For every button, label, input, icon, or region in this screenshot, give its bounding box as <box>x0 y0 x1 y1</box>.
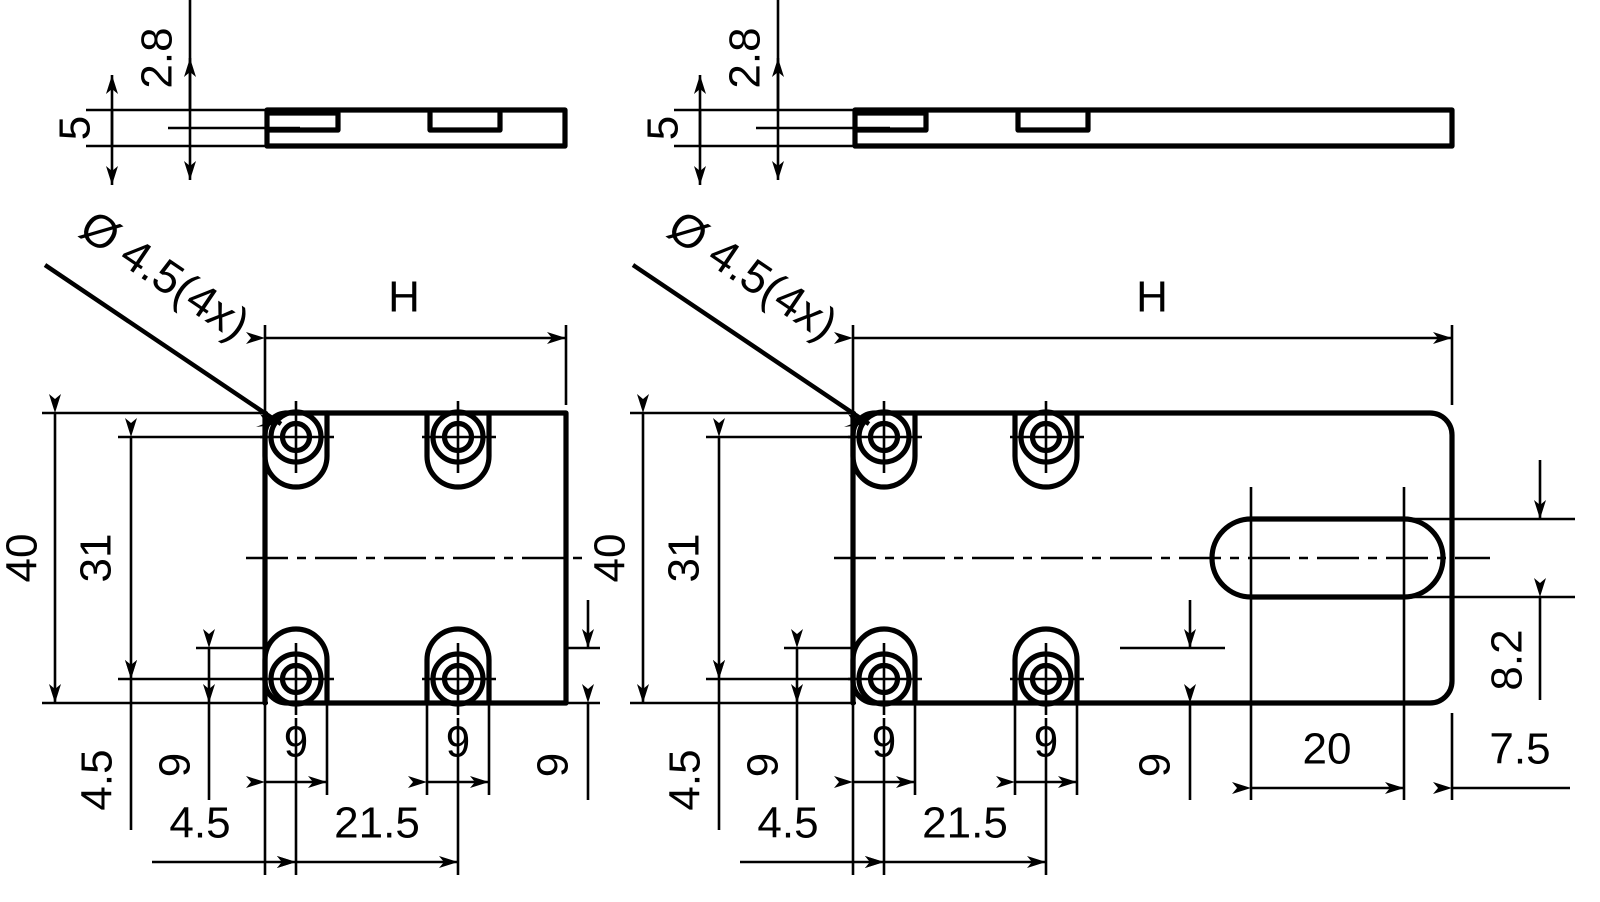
dim-4_5-vert-left: 4.5 <box>73 660 137 830</box>
right-side-recess-mid <box>1015 110 1091 133</box>
dim-label-215-right: 21.5 <box>922 799 1008 848</box>
dia-callout-leader-r <box>631 263 871 426</box>
dim-step-28: 2.8 <box>133 0 196 180</box>
right-side-view: 5 2.8 <box>639 0 1455 185</box>
dim-H-left: H <box>246 273 568 418</box>
pocket-top-left <box>262 410 330 490</box>
dim-label-82: 8.2 <box>1483 629 1532 690</box>
dim-step-28-right: 2.8 <box>721 0 784 180</box>
dia-callout-arrowhead <box>256 414 281 427</box>
dim-20-7_5: 20 7.5 <box>1232 630 1570 800</box>
dim-9-vert-left: 9 <box>151 629 268 800</box>
dim-label-H-right: H <box>1136 273 1168 322</box>
pocket-top-left-r <box>850 410 918 490</box>
dim-31-right: 31 <box>660 418 856 681</box>
slot-centre-marks <box>1249 487 1406 630</box>
dim-40-left: 40 <box>0 394 268 705</box>
dim-4_5-21_5-right: 4.5 21.5 <box>740 718 1048 875</box>
dim-label-28-right: 2.8 <box>721 27 770 88</box>
right-plate-outline <box>850 410 1455 706</box>
dim-thickness-5: 5 <box>51 75 118 185</box>
dim-label-9-vert-right-left-view: 9 <box>529 753 578 777</box>
dim-label-31-left: 31 <box>72 534 121 583</box>
left-side-recess-near <box>264 110 341 133</box>
dia-callout-arrowhead-r <box>844 414 869 427</box>
right-plan-view: Ø 4.5(4x) H 40 31 4.5 <box>586 200 1575 875</box>
left-side-recess-mid <box>427 110 503 133</box>
pocket-bottom-left-r <box>850 626 918 706</box>
dim-40-right: 40 <box>586 394 856 705</box>
dia-callout-label: Ø 4.5(4x) <box>71 200 259 350</box>
dim-label-40-left: 40 <box>0 534 47 583</box>
dim-label-9-vert-left: 9 <box>151 753 200 777</box>
dim-label-9-vert-right-r: 9 <box>1131 753 1180 777</box>
dim-label-5-left: 5 <box>51 116 100 140</box>
dim-8_2: 8.2 <box>1404 460 1575 700</box>
dim-label-5-right: 5 <box>639 116 688 140</box>
dim-9-vert-right-of-left-view: 9 <box>529 600 600 800</box>
dim-9-vert-right-r: 9 <box>1120 600 1225 800</box>
dim-H-right: H <box>834 273 1454 418</box>
dia-callout-label-r: Ø 4.5(4x) <box>659 200 847 350</box>
dim-label-75: 7.5 <box>1489 725 1550 774</box>
right-side-plate-outline <box>852 107 1455 149</box>
dim-4_5-vert-right: 4.5 <box>661 660 725 830</box>
dim-label-H-left: H <box>388 273 420 322</box>
pocket-bottom-left <box>262 626 330 706</box>
pocket-top-right-r <box>1012 410 1080 490</box>
dim-label-31-right: 31 <box>660 534 709 583</box>
hole-centre-marks <box>260 401 496 715</box>
dim-label-9-vert-left-r: 9 <box>739 753 788 777</box>
left-plan-view: Ø 4.5(4x) H 40 31 4.5 <box>0 200 600 875</box>
dim-label-20: 20 <box>1303 725 1352 774</box>
dim-label-215-left: 21.5 <box>334 799 420 848</box>
pocket-top-right <box>424 410 492 490</box>
dim-31-left: 31 <box>72 418 268 681</box>
dim-label-45-vert-left: 4.5 <box>73 749 122 810</box>
dim-label-28-left: 2.8 <box>133 27 182 88</box>
dia-callout-leader <box>43 263 283 426</box>
right-side-recess-near <box>852 110 929 133</box>
left-side-plate-outline <box>264 107 568 149</box>
left-side-view: 5 2.8 <box>51 0 568 185</box>
dim-label-45-vert-right: 4.5 <box>661 749 710 810</box>
pocket-bottom-right-r <box>1012 626 1080 706</box>
dim-label-45-horiz-right: 4.5 <box>757 799 818 848</box>
dim-label-45-horiz-left: 4.5 <box>169 799 230 848</box>
pocket-bottom-right <box>424 626 492 706</box>
dim-9-vert-left-r: 9 <box>739 629 856 800</box>
hole-centre-marks-r <box>848 401 1084 715</box>
dim-label-40-right: 40 <box>586 534 635 583</box>
dim-thickness-5-right: 5 <box>639 75 706 185</box>
dim-4_5-21_5-left: 4.5 21.5 <box>152 718 460 875</box>
